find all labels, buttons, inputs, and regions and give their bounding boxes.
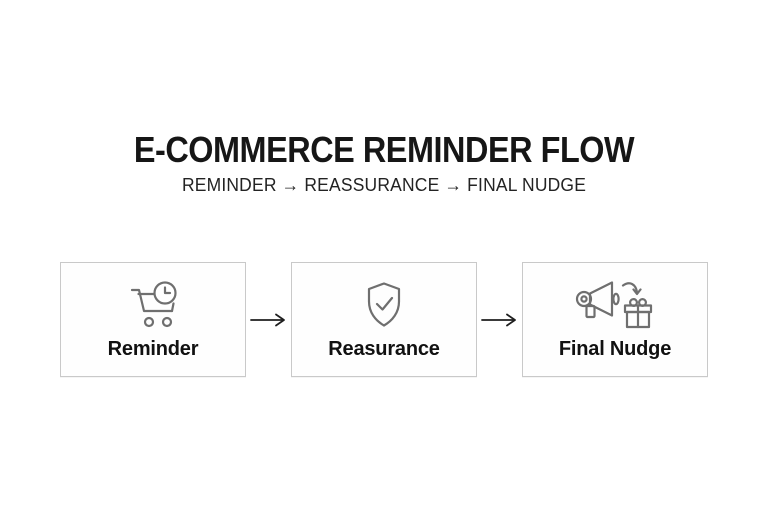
page-subtitle: REMINDER → REASSURANCE → FINAL NUDGE — [181, 175, 587, 195]
shield-check-icon — [365, 279, 403, 331]
arrow-right-icon — [247, 313, 291, 327]
arrow-right-icon — [478, 313, 522, 327]
flow-row: Reminder Reasurance — [60, 261, 708, 378]
step-label: Reasurance — [328, 337, 440, 360]
flow-step-reminder: Reminder — [60, 262, 246, 377]
page-title: E-COMMERCE REMINDER FLOW — [133, 129, 635, 170]
megaphone-gift-icon — [575, 279, 655, 331]
flow-step-reassurance: Reasurance — [291, 262, 477, 377]
diagram-header: E-COMMERCE REMINDER FLOW REMINDER → REAS… — [0, 130, 768, 196]
step-label: Final Nudge — [558, 337, 672, 360]
flow-step-final-nudge: Final Nudge — [522, 262, 708, 377]
cart-clock-icon — [125, 279, 181, 331]
step-label: Reminder — [107, 337, 199, 360]
